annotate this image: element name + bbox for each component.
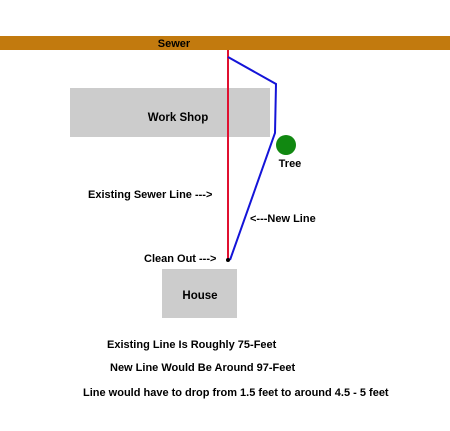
tree-label: Tree — [279, 158, 302, 170]
workshop-label: Work Shop — [148, 112, 208, 124]
house — [162, 269, 237, 318]
clean-out-point — [226, 258, 230, 262]
new-line-label: <---New Line — [250, 213, 316, 225]
new-sewer-line — [227, 56, 278, 261]
depth-drop-note: Line would have to drop from 1.5 feet to… — [83, 387, 389, 399]
sewer-label: Sewer — [158, 38, 191, 50]
new-length-note: New Line Would Be Around 97-Feet — [110, 362, 296, 374]
house-label: House — [182, 290, 217, 302]
sewer-main — [0, 36, 450, 50]
workshop — [70, 88, 270, 137]
existing-length-note: Existing Line Is Roughly 75-Feet — [107, 339, 277, 351]
existing-line-label: Existing Sewer Line ---> — [88, 189, 212, 201]
clean-out-label: Clean Out ---> — [144, 253, 216, 265]
tree — [276, 135, 296, 155]
